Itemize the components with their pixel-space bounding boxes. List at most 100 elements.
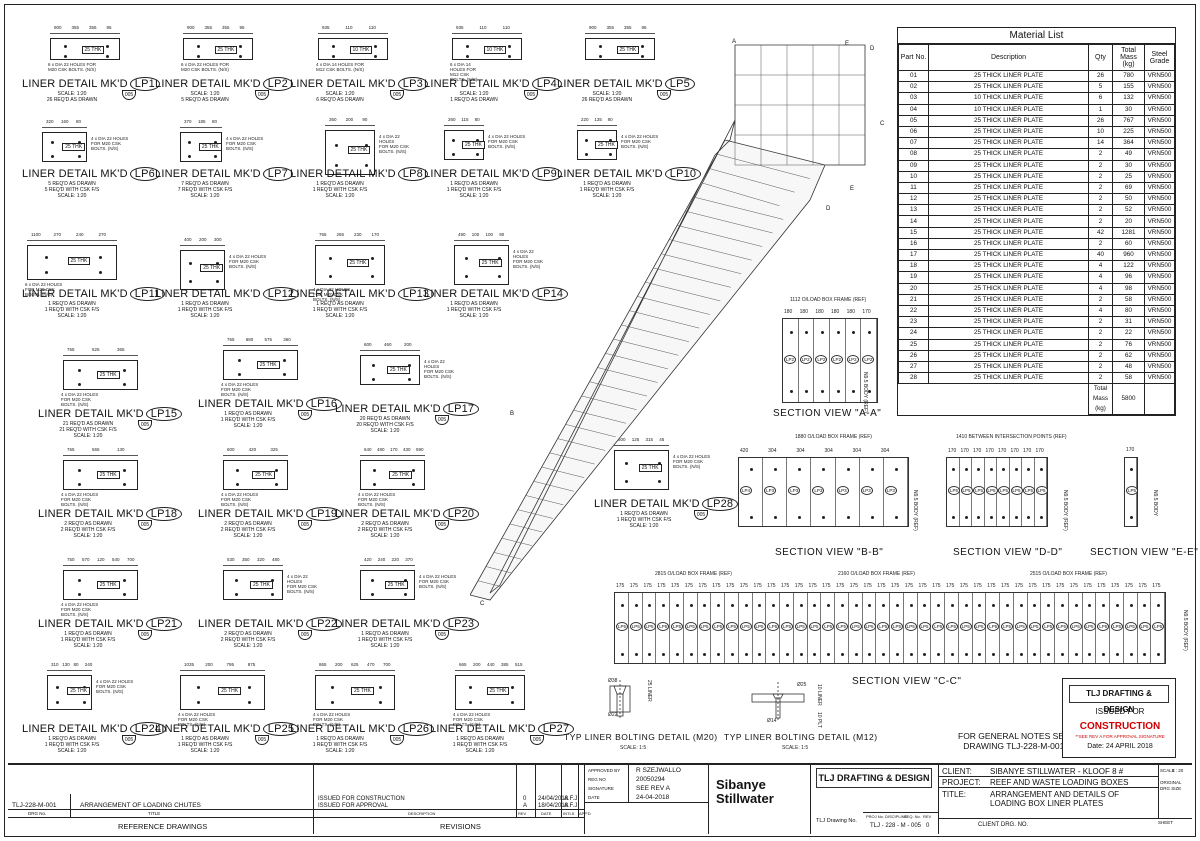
- section-plate: LP5: [835, 593, 849, 663]
- sheet-reference: 005: [138, 420, 152, 430]
- bolt-hole-icon: [950, 603, 954, 607]
- section-plate: LP5: [959, 593, 973, 663]
- material-list-cell: VRN500: [1144, 137, 1175, 150]
- sheet-reference: 005: [390, 90, 404, 100]
- original-label: ORIGINAL: [1160, 780, 1182, 785]
- chute-liner-seam: [653, 267, 731, 288]
- bolt-hole-icon: [1130, 515, 1133, 519]
- material-list-cell: 25 THICK LINER PLATE: [928, 327, 1089, 340]
- revision-header: DESCRIPTION: [408, 811, 436, 816]
- part-mark-badge: LP24: [129, 722, 167, 736]
- quantity-note: 20 REQ'D AS DRAWN 20 REQ'D WITH CSK F/S …: [356, 416, 414, 434]
- tb-logo-sep: [708, 764, 709, 834]
- material-list-cell: 49: [1112, 148, 1145, 161]
- original-value: DRG SIZE: [1160, 786, 1182, 791]
- drawing-no-header: SEQ. No.: [904, 814, 921, 819]
- bolt-hole-icon: [648, 603, 652, 607]
- bolting-m12-d1: Ø25: [797, 682, 807, 688]
- dimension-value: 640: [364, 447, 372, 452]
- holes-note: 6 x DIA 14 HOLES FOR M12 CSK BOLTS. (N/S…: [450, 62, 478, 82]
- material-list-cell: VRN500: [1144, 125, 1175, 139]
- material-list-cell: 2: [1088, 148, 1113, 161]
- bolt-hole-icon: [216, 280, 219, 283]
- quantity-note: 1 REQ'D AS DRAWN 1 REQ'D WITH CSK F/S SC…: [312, 181, 368, 199]
- chute-liner-seam: [605, 353, 669, 370]
- dimension-value: 130: [117, 447, 125, 452]
- section-plate: LP5: [1000, 593, 1014, 663]
- material-list-cell: 25 THICK LINER PLATE: [928, 271, 1089, 284]
- quantity-note: SCALE: 1:20 6 REQ'D AS DRAWN: [316, 91, 364, 103]
- dimension-value: 315: [645, 437, 654, 442]
- dimension-line: [585, 33, 655, 34]
- dimension-value: 200: [199, 237, 207, 242]
- title-label: TITLE:: [942, 790, 967, 799]
- detail-title-text: LINER DETAIL MK'D: [430, 723, 536, 735]
- detail-title-text: LINER DETAIL MK'D: [198, 398, 304, 410]
- material-list-cell: 09: [898, 159, 929, 172]
- material-list-cell: VRN500: [1144, 304, 1175, 318]
- material-list-cell: 98: [1112, 282, 1145, 295]
- bolt-hole-icon: [977, 515, 981, 519]
- quantity-note: 1 REQ'D AS DRAWN 1 REQ'D WITH CSK F/S SC…: [44, 736, 100, 754]
- material-list-cell: VRN500: [1144, 349, 1175, 362]
- material-list-cell: VRN500: [1144, 81, 1175, 94]
- section-part-tag: LP2: [862, 354, 875, 364]
- material-list-cell: 96: [1112, 271, 1145, 284]
- material-list-cell: 10: [898, 170, 929, 183]
- dimension-line: [315, 670, 395, 671]
- section-part-tag: LP5: [726, 622, 739, 631]
- chute-liner-seam: [645, 281, 721, 302]
- material-list-cell: 05: [898, 114, 929, 127]
- section-plate: LP5: [904, 593, 918, 663]
- svg-text:D: D: [826, 206, 831, 212]
- section-dimension: 175: [629, 583, 639, 589]
- section-plate: LP5: [997, 458, 1011, 526]
- section-dimension: 304: [824, 448, 833, 454]
- quantity-note: 1 REQ'D AS DRAWN 1 REQ'D WITH CSK F/S SC…: [446, 181, 502, 199]
- material-list-cell: 122: [1112, 260, 1145, 273]
- section-plate: LP5: [985, 458, 998, 526]
- chute-liner-seam: [565, 424, 616, 438]
- bolt-hole-icon: [703, 652, 707, 656]
- bolt-hole-icon: [894, 515, 898, 519]
- dimension-value: 265: [336, 232, 345, 237]
- title-line-1: ARRANGEMENT AND DETAILS OF: [990, 790, 1120, 799]
- bolt-hole-icon: [977, 468, 981, 472]
- dimension-value: 125: [631, 437, 640, 442]
- section-ee-view: LP5: [1124, 457, 1139, 527]
- bolt-hole-icon: [952, 468, 956, 472]
- bolt-hole-icon: [799, 603, 803, 607]
- sheet-reference: 005: [122, 90, 136, 100]
- bolt-hole-icon: [371, 592, 374, 596]
- material-list-cell: 30: [1112, 103, 1145, 116]
- quantity-note: 1 REQ'D AS DRAWN 1 REQ'D WITH CSK F/S SC…: [452, 736, 508, 754]
- bolt-hole-icon: [335, 143, 338, 147]
- bolt-hole-icon: [798, 468, 802, 472]
- title-line-2: LOADING BOX LINER PLATES: [990, 799, 1104, 808]
- section-dimension: 175: [657, 583, 666, 589]
- dimension-line: [325, 125, 375, 126]
- section-plate: LP5: [1022, 458, 1036, 526]
- part-mark-badge: LP14: [531, 287, 569, 301]
- quantity-note: 1 REQ'D AS DRAWN 1 REQ'D WITH CSK F/S SC…: [60, 631, 116, 649]
- material-list-cell: 25 THICK LINER PLATE: [928, 148, 1089, 161]
- scale-label: SCALE: [1160, 768, 1175, 773]
- material-list-cell: VRN500: [1144, 338, 1175, 351]
- bolt-hole-icon: [854, 603, 858, 607]
- material-list-cell: 14: [1088, 137, 1113, 150]
- bolt-hole-icon: [56, 685, 59, 689]
- client-label: CLIENT:: [942, 767, 972, 776]
- material-list-cell: 25: [1112, 170, 1145, 183]
- material-list-cell: 4: [1088, 271, 1113, 284]
- dimension-value: 765: [67, 447, 75, 452]
- bolt-hole-icon: [609, 152, 612, 156]
- bolt-hole-icon: [64, 54, 67, 58]
- section-part-tag: LP5: [849, 622, 862, 631]
- section-plate: LP5: [1014, 593, 1028, 663]
